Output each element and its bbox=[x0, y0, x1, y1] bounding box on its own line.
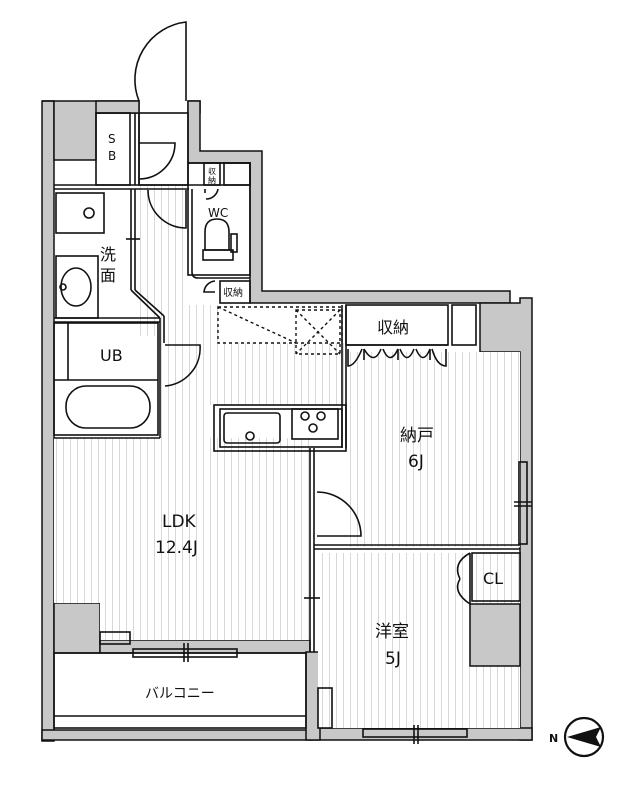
western-room-size: 5J bbox=[385, 649, 401, 669]
ldk-size: 12.4J bbox=[155, 538, 198, 558]
sb-door[interactable] bbox=[138, 142, 176, 180]
storage-mid-label: 収納 bbox=[223, 286, 243, 299]
cl-label: CL bbox=[483, 569, 503, 588]
interior-walls bbox=[53, 112, 532, 744]
entry-door[interactable] bbox=[134, 21, 187, 102]
washroom-label-1: 洗 bbox=[100, 245, 116, 264]
compass-north-label: N bbox=[549, 732, 558, 745]
storage-main-label: 収納 bbox=[377, 318, 409, 337]
storage-top-door[interactable] bbox=[204, 188, 219, 200]
ub-door[interactable] bbox=[164, 344, 201, 387]
ldk-name: LDK bbox=[162, 512, 197, 532]
washroom-label-2: 面 bbox=[100, 266, 116, 285]
wc-label: WC bbox=[208, 206, 228, 220]
exterior-walls bbox=[41, 100, 533, 742]
floors bbox=[54, 186, 521, 728]
nando-size: 6J bbox=[408, 452, 424, 472]
ub-label: UB bbox=[100, 346, 123, 365]
storage-top-label-1: 収 bbox=[208, 166, 216, 176]
nando-door[interactable] bbox=[316, 491, 362, 537]
doors bbox=[134, 21, 362, 537]
western-room-name: 洋室 bbox=[375, 622, 409, 642]
compass: N bbox=[549, 716, 605, 758]
storage-top-label-2: 納 bbox=[208, 175, 216, 185]
room-labels: S B 収 納 WC 収納 洗 面 UB 収納 納戸 6J LDK 12.4J … bbox=[100, 132, 503, 702]
sb-label-2: B bbox=[108, 149, 116, 163]
sb-label-1: S bbox=[108, 132, 116, 146]
corridor-door[interactable] bbox=[147, 189, 187, 229]
nando-name: 納戸 bbox=[400, 426, 434, 446]
storage-mid-door[interactable] bbox=[203, 280, 216, 293]
compass-icon bbox=[563, 716, 605, 758]
balcony-label: バルコニー bbox=[145, 686, 215, 702]
